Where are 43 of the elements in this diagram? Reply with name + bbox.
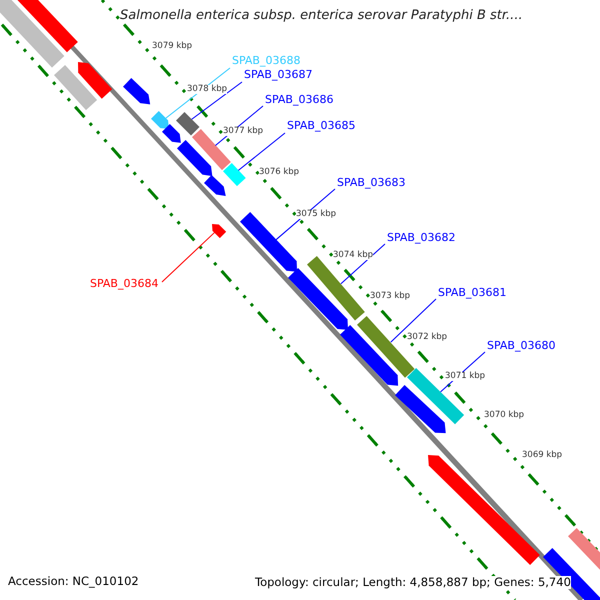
scale-label: 3077 kbp	[223, 127, 264, 136]
gene-label: SPAB_03687	[244, 69, 312, 82]
gene-block	[54, 64, 98, 110]
title: Salmonella enterica subsp. enterica serovar Paratyphi B str....	[120, 9, 523, 24]
gene-label: SPAB_03683	[337, 177, 406, 190]
scale-label: 3073 kbp	[370, 292, 410, 302]
gene-feature	[122, 78, 150, 104]
gene-feature	[78, 62, 112, 99]
scale-label: 3069 kbp	[522, 451, 562, 460]
gene-feature	[340, 325, 398, 386]
gene-label: SPAB_03681	[438, 287, 506, 300]
scale-label: 3071 kbp	[445, 372, 486, 382]
gene-feature	[395, 384, 446, 433]
gene-block	[407, 368, 465, 425]
gene-label: SPAB_03684	[90, 278, 158, 290]
gene-label: SPAB_03685	[287, 120, 356, 132]
gene-block	[222, 162, 246, 186]
info-text: Topology: circular; Length: 4,858,887 bp; Genes: 5,740	[255, 576, 571, 589]
gene-feature	[176, 140, 212, 176]
gene-block	[176, 112, 200, 136]
scale-label: 3078 kbp	[187, 85, 228, 94]
gene-label: SPAB_03682	[387, 232, 456, 244]
scale-label: 3074 kbp	[333, 251, 374, 260]
leader-line	[191, 82, 242, 120]
leader-line	[238, 132, 286, 171]
gene-feature	[151, 111, 169, 129]
gene-label: SPAB_03688	[232, 55, 300, 68]
leader-line	[390, 298, 436, 343]
scale-label: 3072 kbp	[407, 333, 448, 342]
scale-label: 3075 kbp	[296, 210, 336, 220]
scale-label: 3070 kbp	[484, 411, 524, 420]
gene-feature	[288, 268, 348, 330]
scale-label: 3079 kbp	[152, 42, 192, 52]
gene-feature	[204, 175, 226, 196]
gene-feature	[212, 224, 226, 238]
gene-feature	[162, 124, 181, 143]
gene-label: SPAB_03686	[265, 94, 334, 106]
scale-label: 3076 kbp	[259, 168, 300, 178]
leader-line	[340, 244, 386, 284]
leader-line	[162, 232, 215, 282]
info-text: Accession: NC_010102	[8, 575, 139, 588]
gene-feature	[240, 212, 297, 272]
gene-label: SPAB_03680	[487, 340, 556, 352]
